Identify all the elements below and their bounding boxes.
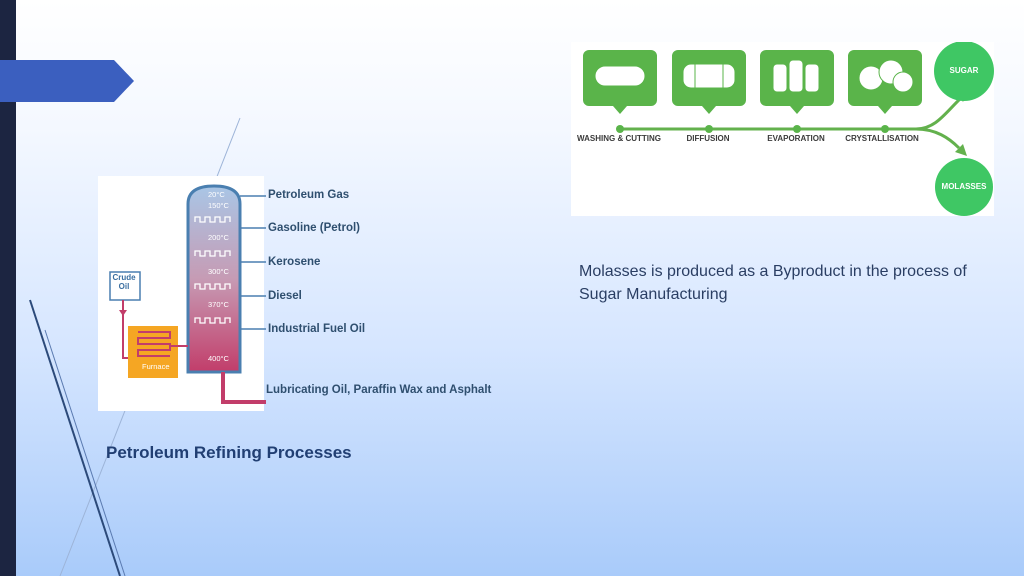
fraction-label-industrial-fuel-oil: Industrial Fuel Oil	[268, 323, 366, 335]
temp-label-400: 400°C	[208, 354, 229, 363]
temp-label-300: 300°C	[208, 267, 229, 276]
temp-label-20: 20°C	[208, 190, 225, 199]
fraction-label-gasoline: Gasoline (Petrol)	[268, 222, 361, 234]
product-label-molasses: MOLASSES	[941, 182, 987, 191]
temp-label-370: 370°C	[208, 300, 229, 309]
stage-label-washing-cutting: WASHING & CUTTING	[577, 134, 661, 143]
fraction-label-lubricating-oil: Lubricating Oil, Paraffin Wax and Asphal…	[266, 384, 492, 396]
molasses-circle	[935, 158, 993, 216]
stage-label-crystallisation: CRYSTALLISATION	[845, 134, 919, 143]
arrow-tab-shape	[0, 60, 134, 102]
fraction-label-petroleum-gas: Petroleum Gas	[268, 189, 350, 201]
evaporator-icon-2	[788, 59, 804, 93]
sugar-process-diagram	[583, 42, 994, 216]
crude-oil-label: Crude Oil	[112, 273, 136, 291]
petroleum-caption: Petroleum Refining Processes	[106, 443, 352, 462]
fraction-label-diesel: Diesel	[268, 290, 302, 302]
sugar-circle	[934, 42, 994, 101]
column-body	[186, 184, 242, 374]
distillation-column-diagram	[109, 184, 266, 404]
crystalliser-icon-3	[892, 71, 914, 93]
product-label-sugar: SUGAR	[949, 66, 979, 75]
furnace-label: Furnace	[142, 362, 170, 371]
evaporator-icon-1	[772, 63, 788, 93]
fraction-label-kerosene: Kerosene	[268, 256, 321, 268]
temp-label-150: 150°C	[208, 201, 229, 210]
left-accent-strip	[0, 0, 16, 576]
washer-drum-icon	[594, 65, 646, 87]
stage-label-evaporation: EVAPORATION	[767, 134, 825, 143]
molasses-caption: Molasses is produced as a Byproduct in t…	[579, 263, 967, 303]
evaporator-icon-3	[804, 63, 820, 93]
temp-label-200: 200°C	[208, 233, 229, 242]
stage-label-diffusion: DIFFUSION	[686, 134, 730, 143]
diffuser-tank-icon	[682, 63, 736, 89]
